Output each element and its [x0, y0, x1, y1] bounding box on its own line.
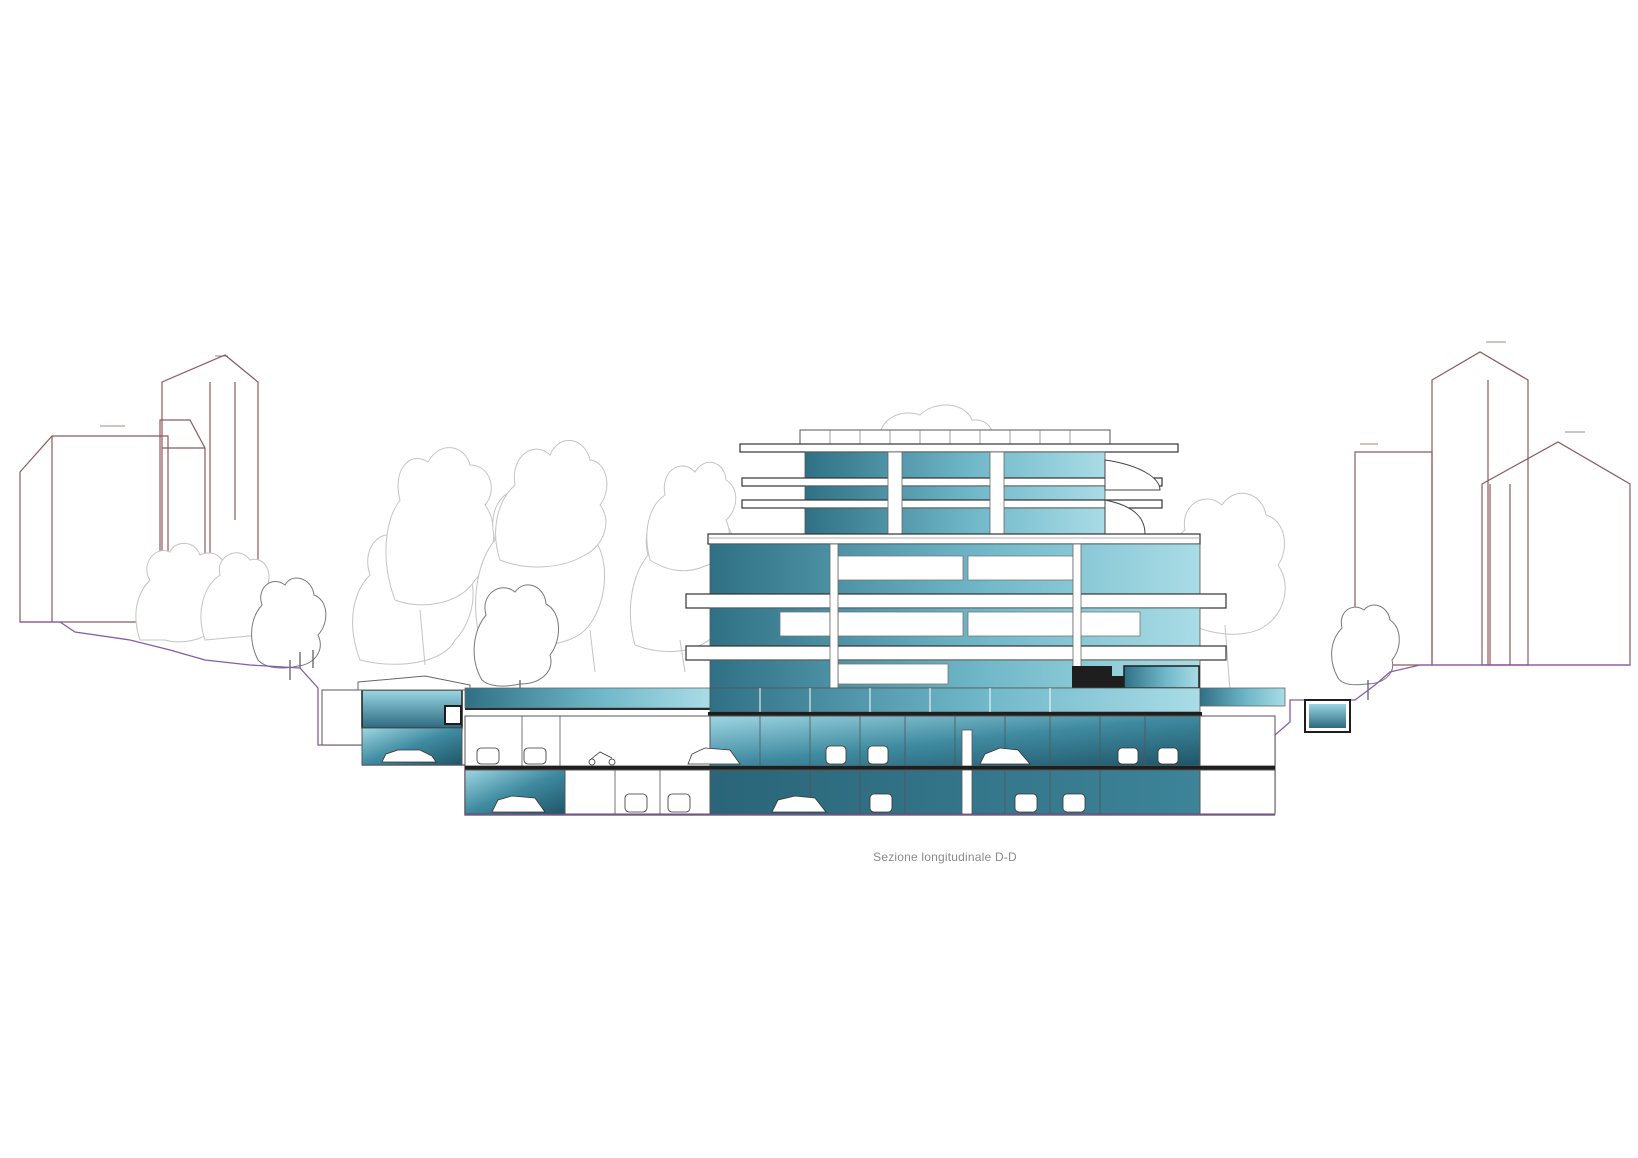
car-front	[869, 793, 893, 813]
section-caption: Sezione longitudinale D-D	[873, 850, 1017, 864]
right-elevation-marks	[1360, 341, 1585, 445]
main-building-middle	[685, 543, 1227, 716]
ground-line-left	[20, 621, 365, 746]
left-elevation-marks	[100, 355, 228, 427]
motorbike-wheel	[608, 758, 616, 766]
right-podium	[1199, 687, 1351, 733]
motorbike-wheel	[588, 758, 596, 766]
car-front	[667, 793, 691, 813]
car-front	[476, 747, 500, 765]
motorbike	[589, 751, 613, 761]
main-building-upper	[707, 429, 1201, 545]
car-front	[624, 793, 648, 813]
car-side	[771, 795, 827, 813]
car-front	[867, 745, 889, 765]
car-front	[1117, 747, 1139, 765]
left-podium	[321, 675, 711, 766]
right-neighbor-buildings	[1354, 351, 1631, 666]
ground-line-right	[1274, 664, 1630, 812]
car-front	[1014, 793, 1038, 813]
parking-level-1	[464, 715, 1276, 770]
car-front	[1062, 793, 1086, 813]
parked-cars	[381, 745, 1179, 813]
car-front	[523, 747, 547, 765]
car-side	[979, 747, 1031, 765]
car-side	[381, 749, 437, 763]
car-side	[491, 795, 546, 813]
car-side	[687, 747, 741, 765]
car-front	[1157, 747, 1179, 765]
car-front	[825, 745, 847, 765]
parking-level-2	[464, 769, 1276, 815]
foreground-trees	[251, 577, 1400, 687]
